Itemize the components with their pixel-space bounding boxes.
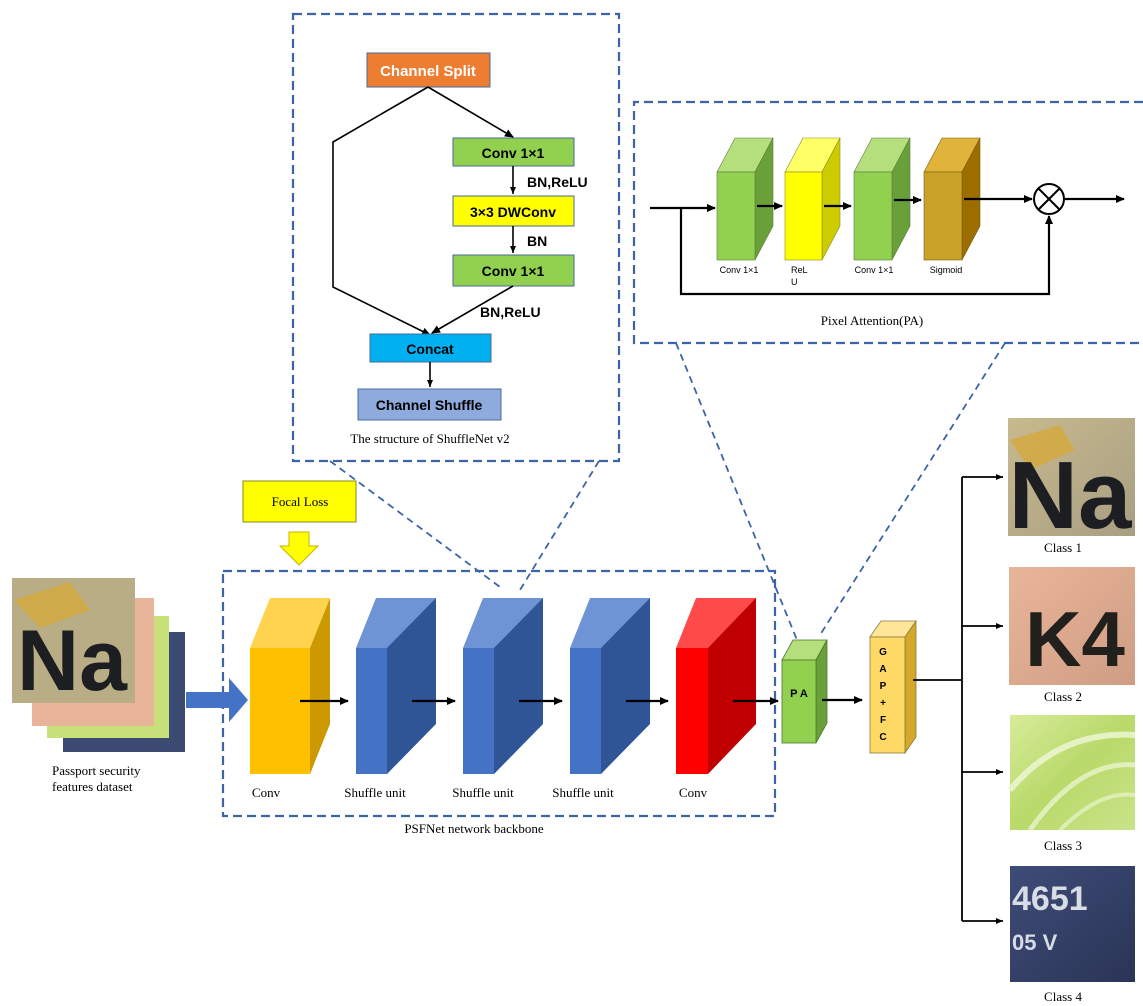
shortcut-branch-line: [332, 86, 431, 336]
backbone-conv-in-label: Conv: [252, 785, 281, 800]
class-4-label: Class 4: [1044, 989, 1082, 1004]
conv-to-concat-arrow: [431, 285, 514, 334]
multiply-icon: [1033, 183, 1065, 215]
pa-caption: Pixel Attention(PA): [821, 313, 923, 328]
pa-zoom-line-right: [819, 342, 1006, 636]
pa-relu-label-line2: U: [791, 277, 798, 287]
backbone-shuffle-label-2: Shuffle unit: [452, 785, 514, 800]
class-2-label: Class 2: [1044, 689, 1082, 704]
focal-loss-down-arrow-icon: [278, 531, 320, 566]
class-3-thumbnail: [1007, 715, 1136, 832]
dwconv-box: [452, 195, 575, 227]
backbone-caption: PSFNet network backbone: [404, 821, 544, 836]
shufflenet-caption: The structure of ShuffleNet v2: [350, 431, 509, 446]
channel-shuffle-box: [357, 388, 502, 421]
backbone-shuffle-cube-1: [356, 598, 436, 774]
conv1x1-label-2: Conv 1×1: [482, 263, 545, 279]
conv1x1-box-1: [452, 137, 575, 167]
gap-fc-label: G A P + F C: [879, 647, 887, 743]
pa-sigmoid-label: Sigmoid: [930, 265, 963, 275]
gap-fc-letter-p: P: [880, 681, 887, 692]
pa-cube-label: P A: [790, 688, 808, 700]
input-arrow-icon: [186, 678, 248, 722]
conv1x1-label-1: Conv 1×1: [482, 145, 545, 161]
pa-conv-cube-2: [853, 137, 911, 261]
bn-relu-label-1: BN,ReLU: [527, 174, 588, 190]
gap-fc-letter-f: F: [880, 715, 886, 726]
dataset-thumb-text: Na: [17, 613, 128, 709]
gap-fc-cube: [869, 619, 917, 755]
pa-conv-cube-1: [716, 137, 774, 261]
dataset-image-stack: Na: [12, 578, 185, 752]
shufflenet-dashed-border: [291, 12, 621, 463]
pa-dashed-border: [632, 100, 1143, 345]
dataset-label-line2: features dataset: [52, 779, 133, 794]
class-4-thumb-text-line2: 05 V: [1012, 930, 1058, 955]
concat-box: [369, 333, 492, 363]
pa-conv-label-2: Conv 1×1: [855, 265, 894, 275]
channel-split-label: Channel Split: [380, 63, 476, 80]
conv1x1-box-2: [452, 254, 575, 287]
class-3-label: Class 3: [1044, 838, 1082, 853]
class-1-thumbnail: Na: [1008, 418, 1135, 549]
class-1-label: Class 1: [1044, 540, 1082, 555]
shufflenet-panel: Channel Split Conv 1×1 BN,ReLU 3×3 DWCon…: [291, 12, 621, 463]
zoom-line-right: [519, 460, 600, 591]
gap-fc-letter-c: C: [879, 732, 886, 743]
backbone-conv-cube-out: [676, 598, 756, 774]
pa-zoom-line-left: [675, 342, 798, 641]
backbone-panel: Conv Shuffle unit Shuffle unit Shuffle u…: [221, 569, 777, 836]
backbone-shuffle-label-1: Shuffle unit: [344, 785, 406, 800]
pa-relu-cube: [784, 137, 841, 261]
pixel-attention-panel: Conv 1×1 ReL U Conv 1×1 Sigmoid Pixel At…: [632, 100, 1143, 345]
gap-fc-letter-a: A: [879, 664, 886, 675]
backbone-shuffle-label-3: Shuffle unit: [552, 785, 614, 800]
class-2-thumbnail: K4: [1009, 567, 1135, 685]
focal-loss: Focal Loss: [242, 480, 357, 566]
split-to-conv-arrow: [427, 86, 514, 138]
backbone-conv-cube-in: [250, 598, 330, 774]
class-2-thumb-text: K4: [1025, 595, 1125, 683]
focal-loss-box: [242, 480, 357, 523]
class-1-thumb-text: Na: [1009, 442, 1132, 549]
zoom-line-left: [329, 460, 501, 588]
dwconv-label: 3×3 DWConv: [470, 204, 556, 220]
output-branches: [913, 474, 1003, 924]
focal-loss-label: Focal Loss: [272, 494, 329, 509]
backbone-shuffle-cube-2: [463, 598, 543, 774]
channel-shuffle-label: Channel Shuffle: [376, 397, 483, 413]
dataset-label-line1: Passport security: [52, 763, 141, 778]
gap-fc-letter-plus: +: [880, 698, 886, 709]
pa-conv-label-1: Conv 1×1: [720, 265, 759, 275]
bn-relu-label-2: BN,ReLU: [480, 304, 541, 320]
pa-relu-label-line1: ReL: [791, 265, 808, 275]
pa-skip-connection: [679, 208, 1053, 296]
class-4-thumbnail: 4651 05 V: [1010, 866, 1135, 982]
gap-fc-letter-g: G: [879, 647, 887, 658]
bn-label: BN: [527, 233, 547, 249]
class-4-thumb-text-line1: 4651: [1012, 880, 1088, 918]
pa-cube: [781, 639, 828, 744]
backbone-conv-out-label: Conv: [679, 785, 708, 800]
backbone-shuffle-cube-3: [570, 598, 650, 774]
concat-label: Concat: [406, 341, 454, 357]
